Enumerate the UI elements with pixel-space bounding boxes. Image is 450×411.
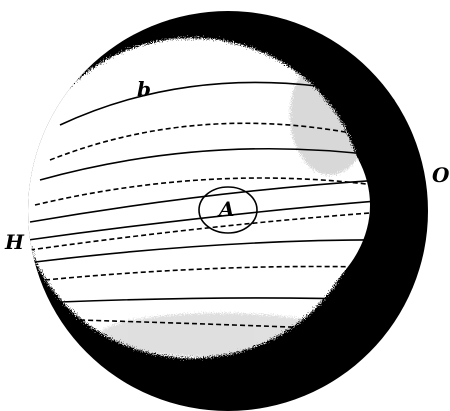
label-o: O — [432, 163, 450, 187]
label-b: b — [137, 77, 151, 101]
label-a: A — [217, 197, 235, 221]
label-h: H — [4, 230, 25, 254]
